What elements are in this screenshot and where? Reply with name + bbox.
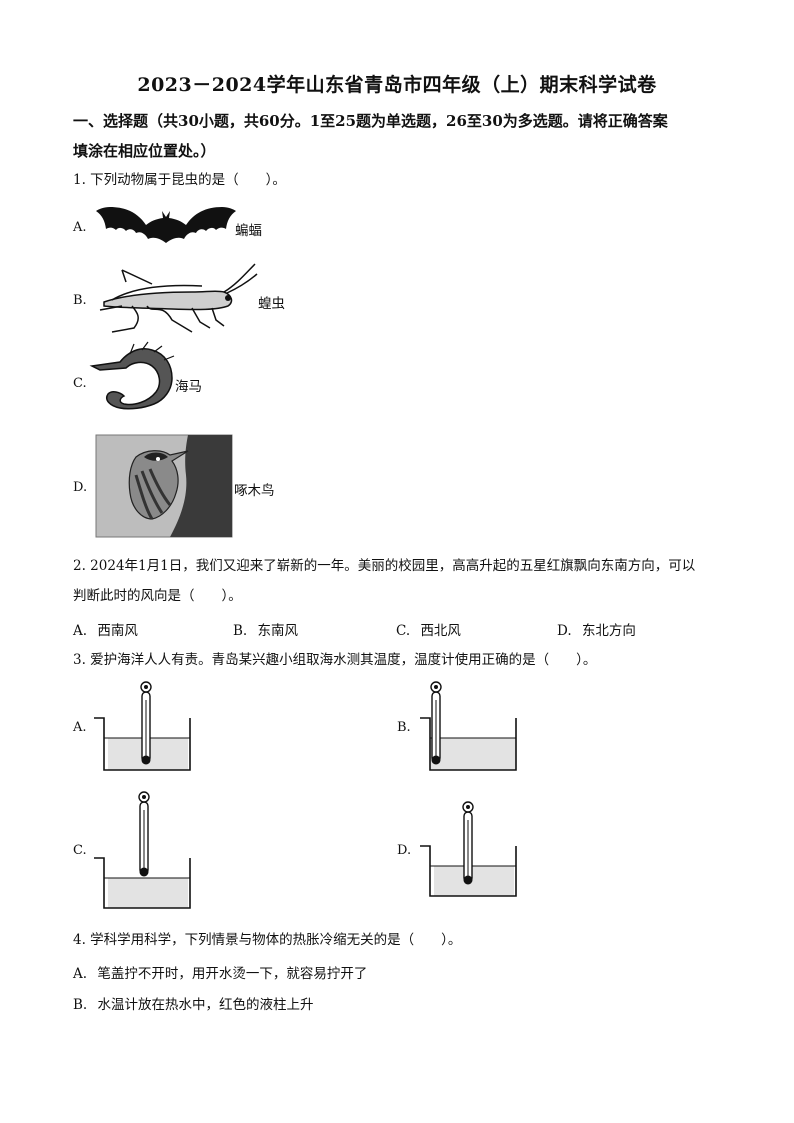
q2-option-a-letter: A.: [73, 623, 88, 639]
section-heading-line2: 填涂在相应位置处。）: [73, 142, 216, 160]
exam-title: 2023－2024学年山东省青岛市四年级（上）期末科学试卷: [137, 74, 657, 96]
q1-option-d-letter: D.: [73, 480, 88, 495]
q3-option-c-letter: C.: [73, 843, 87, 858]
q2-option-d-text: 东北方向: [581, 623, 636, 639]
q2-option-b-letter: B.: [233, 623, 248, 639]
q4-option-a-text: 笔盖拧不开时，用开水烫一下，就容易拧开了: [97, 966, 368, 982]
q2-option-d: D. 东北方向: [557, 619, 636, 639]
q2-option-a-text: 西南风: [97, 623, 138, 639]
q2-option-d-letter: D.: [557, 623, 572, 639]
thermometer-beaker-icon: [420, 801, 517, 897]
q1-option-b-name: 蝗虫: [258, 296, 285, 312]
question-4-stem: 4. 学科学用科学，下列情景与物体的热胀冷缩无关的是（ ）。: [73, 932, 462, 948]
q3-option-d-letter: D.: [397, 843, 412, 858]
woodpecker-icon: [95, 434, 233, 538]
section-heading: 一、选择题（共30小题，共60分。1至25题为单选题，26至30为多选题。请将正…: [73, 106, 733, 166]
q1-option-c-name: 海马: [175, 379, 202, 395]
question-2-stem-line2: 判断此时的风向是（ ）。: [73, 588, 242, 604]
q3-option-b-letter: B.: [397, 720, 411, 735]
q4-option-b: B. 水温计放在热水中，红色的液柱上升: [73, 993, 314, 1013]
q4-option-a-letter: A.: [73, 966, 88, 982]
q1-option-a-name: 蝙蝠: [235, 223, 262, 239]
q1-option-a-letter: A.: [73, 220, 87, 235]
q2-option-c: C. 西北风: [396, 619, 461, 639]
bat-icon: [96, 207, 236, 243]
grasshopper-icon: [99, 263, 258, 333]
q1-option-c-letter: C.: [73, 376, 87, 391]
q4-option-a: A. 笔盖拧不开时，用开水烫一下，就容易拧开了: [73, 962, 367, 982]
seahorse-icon: [89, 341, 175, 410]
thermometer-beaker-icon: [94, 681, 191, 771]
q2-option-b: B. 东南风: [233, 619, 298, 639]
q1-option-b-letter: B.: [73, 293, 87, 308]
q2-option-a: A. 西南风: [73, 619, 138, 639]
thermometer-beaker-icon: [420, 681, 517, 771]
question-3-stem: 3. 爱护海洋人人有责。青岛某兴趣小组取海水测其温度，温度计使用正确的是（ ）。: [73, 652, 597, 668]
q1-option-d-name: 啄木鸟: [234, 483, 275, 499]
q2-option-c-letter: C.: [396, 623, 411, 639]
thermometer-beaker-icon: [94, 791, 191, 909]
q2-option-b-text: 东南风: [257, 623, 299, 639]
q4-option-b-text: 水温计放在热水中，红色的液柱上升: [97, 997, 314, 1013]
question-1-stem: 1. 下列动物属于昆虫的是（ ）。: [73, 172, 286, 188]
q4-option-b-letter: B.: [73, 997, 88, 1013]
q2-option-c-text: 西北风: [420, 623, 461, 639]
q3-option-a-letter: A.: [73, 720, 87, 735]
question-2-stem-line1: 2. 2024年1月1日，我们又迎来了崭新的一年。美丽的校园里，高高升起的五星红…: [73, 558, 696, 574]
section-heading-line1: 一、选择题（共30小题，共60分。1至25题为单选题，26至30为多选题。请将正…: [73, 112, 668, 130]
